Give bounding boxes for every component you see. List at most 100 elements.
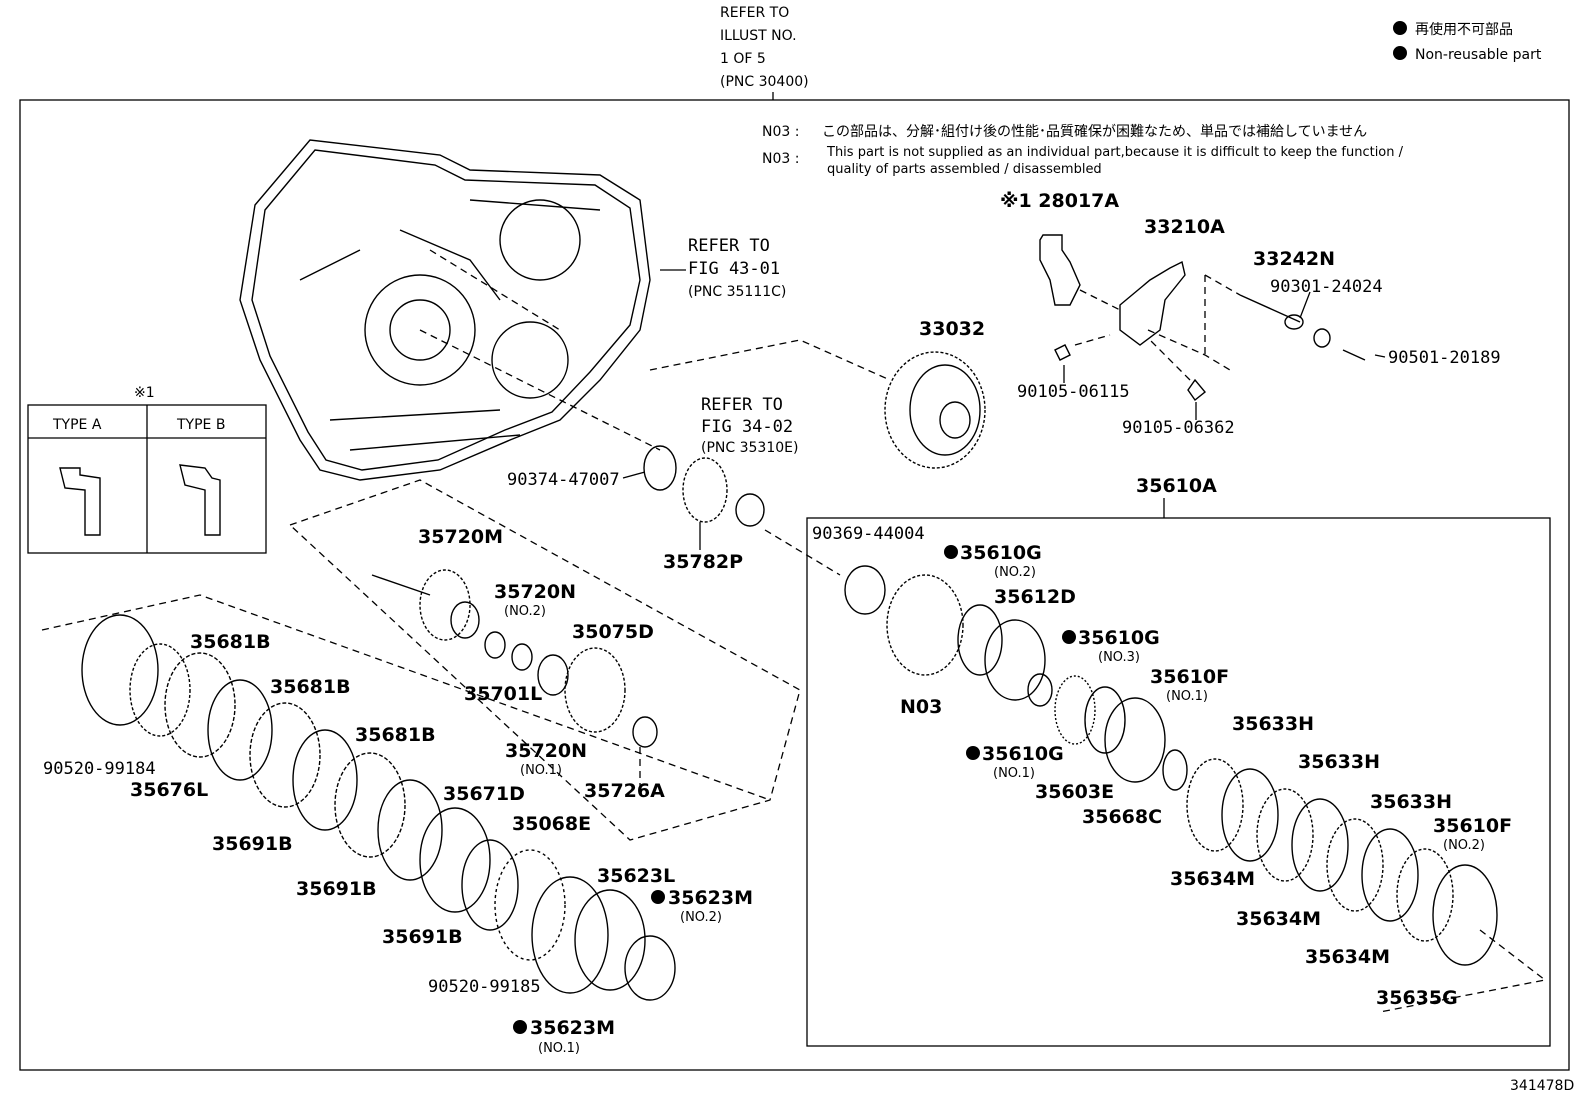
label-35610G-no3-sub: (NO.3) — [1098, 650, 1140, 665]
label-90301-24024: 90301-24024 — [1270, 277, 1383, 297]
label-35610F-no1-sub: (NO.1) — [1166, 689, 1208, 704]
label-35681B-3: 35681B — [355, 724, 436, 746]
label-28017A: ※1 28017A — [1000, 190, 1119, 212]
note-en-line1: This part is not supplied as an individu… — [826, 145, 1404, 160]
non-reusable-bullet-icon — [944, 545, 958, 559]
ref43-line1: REFER TO — [688, 236, 770, 256]
label-35075D: 35075D — [572, 621, 654, 643]
type-b-sensor-icon — [179, 464, 221, 536]
seal-icon — [1084, 686, 1126, 754]
bearing-90369-icon — [844, 565, 886, 615]
label-35623M-no1: 35623M — [530, 1017, 615, 1039]
non-reusable-bullet-icon — [651, 890, 665, 904]
legend-jp: 再使用不可部品 — [1415, 21, 1513, 38]
snap-ring-icon — [1162, 749, 1188, 791]
label-35701L: 35701L — [464, 683, 542, 705]
legend-en: Non-reusable part — [1415, 47, 1542, 63]
label-90520-99185: 90520-99185 — [428, 977, 541, 997]
label-35610G-no2-sub: (NO.2) — [994, 565, 1036, 580]
seal-90374-icon — [643, 445, 677, 491]
label-35623M-no2: 35623M — [668, 887, 753, 909]
ref34-line3: (PNC 35310E) — [701, 440, 798, 456]
label-33242N: 33242N — [1253, 248, 1335, 270]
label-35681B-2: 35681B — [270, 676, 351, 698]
sensor-28017A-icon — [1039, 234, 1081, 306]
label-90520-99184: 90520-99184 — [43, 759, 156, 779]
label-35691B-1: 35691B — [212, 833, 293, 855]
label-35633H-2: 35633H — [1298, 751, 1380, 773]
non-reusable-bullet-icon — [1393, 46, 1407, 60]
seal-icon — [957, 604, 1003, 676]
label-33032: 33032 — [919, 318, 985, 340]
gear-33032-icon — [884, 351, 986, 469]
bearing-icon — [537, 654, 569, 696]
o-ring-icon — [1027, 673, 1053, 707]
top-ref-line3: 1 OF 5 — [720, 51, 766, 67]
top-ref-line2: ILLUST NO. — [720, 28, 797, 44]
label-35668C: 35668C — [1082, 806, 1162, 828]
thrust-washer-icon — [484, 631, 506, 659]
label-35610F-no1: 35610F — [1150, 666, 1229, 688]
label-35720M: 35720M — [418, 526, 503, 548]
ref34-line2: FIG 34-02 — [701, 417, 793, 437]
label-N03: N03 — [900, 696, 942, 718]
type-a-label: TYPE A — [52, 417, 102, 433]
top-ref-line1: REFER TO — [720, 5, 789, 21]
label-35634M-1: 35634M — [1170, 868, 1255, 890]
group-outline — [289, 479, 801, 841]
bearing-icon — [735, 493, 765, 527]
label-35676L: 35676L — [130, 779, 208, 801]
drum-icon — [886, 574, 964, 676]
label-35720N-no2-sub: (NO.2) — [504, 604, 546, 619]
type-box-mark: ※1 — [134, 385, 155, 401]
label-90501-20189: 90501-20189 — [1388, 348, 1501, 368]
label-35610F-no2-sub: (NO.2) — [1443, 838, 1485, 853]
plate-35668C-icon — [1104, 697, 1166, 783]
spring-35603E-icon — [1054, 675, 1096, 745]
lever-33210A-icon — [1119, 260, 1186, 346]
label-35720N-no1-sub: (NO.1) — [520, 763, 562, 778]
piston-35612D-icon — [984, 619, 1046, 701]
shaft-35720M-icon — [371, 569, 480, 641]
label-90374-47007: 90374-47007 — [507, 470, 620, 490]
gear-35782P-icon — [682, 457, 728, 523]
main-frame — [19, 99, 1570, 1071]
type-b-label: TYPE B — [176, 417, 225, 433]
type-a-sensor-icon — [59, 467, 101, 536]
label-35691B-3: 35691B — [382, 926, 463, 948]
snap-ring-icon — [632, 716, 658, 748]
label-35610F-no2: 35610F — [1433, 815, 1512, 837]
label-90105-06362: 90105-06362 — [1122, 418, 1235, 438]
label-90369-44004: 90369-44004 — [812, 524, 925, 544]
label-35633H-1: 35633H — [1232, 713, 1314, 735]
assembly-line — [419, 329, 661, 451]
label-35610G-no1-sub: (NO.1) — [993, 766, 1035, 781]
label-35610A: 35610A — [1136, 475, 1217, 497]
transaxle-case-illustration — [239, 139, 651, 481]
ref43-line2: FIG 43-01 — [688, 259, 780, 279]
assembly-line — [429, 249, 561, 331]
non-reusable-bullet-icon — [1062, 630, 1076, 644]
bolt-icon — [1054, 344, 1071, 361]
group-outline-left — [41, 594, 771, 801]
label-35612D: 35612D — [994, 586, 1076, 608]
note-en-line2: quality of parts assembled / disassemble… — [827, 162, 1102, 177]
figure-id: 341478D — [1510, 1078, 1574, 1094]
clutch-pack-right-icon — [1186, 758, 1498, 966]
note-jp: この部品は、分解･組付け後の性能･品質確保が困難なため、単品では補給していません — [822, 124, 1367, 140]
label-33210A: 33210A — [1144, 216, 1225, 238]
label-35681B-1: 35681B — [190, 631, 271, 653]
label-35726A: 35726A — [584, 780, 665, 802]
label-35068E: 35068E — [512, 813, 591, 835]
label-35610G-no2: 35610G — [960, 542, 1042, 564]
label-35603E: 35603E — [1035, 781, 1114, 803]
note-code-en: N03 : — [762, 151, 799, 167]
label-35633H-3: 35633H — [1370, 791, 1452, 813]
ref43-line3: (PNC 35111C) — [688, 284, 786, 300]
label-35720N-no1: 35720N — [505, 740, 587, 762]
ref34-line1: REFER TO — [701, 395, 783, 415]
non-reusable-bullet-icon — [966, 746, 980, 760]
gear-35075D-icon — [564, 647, 626, 733]
